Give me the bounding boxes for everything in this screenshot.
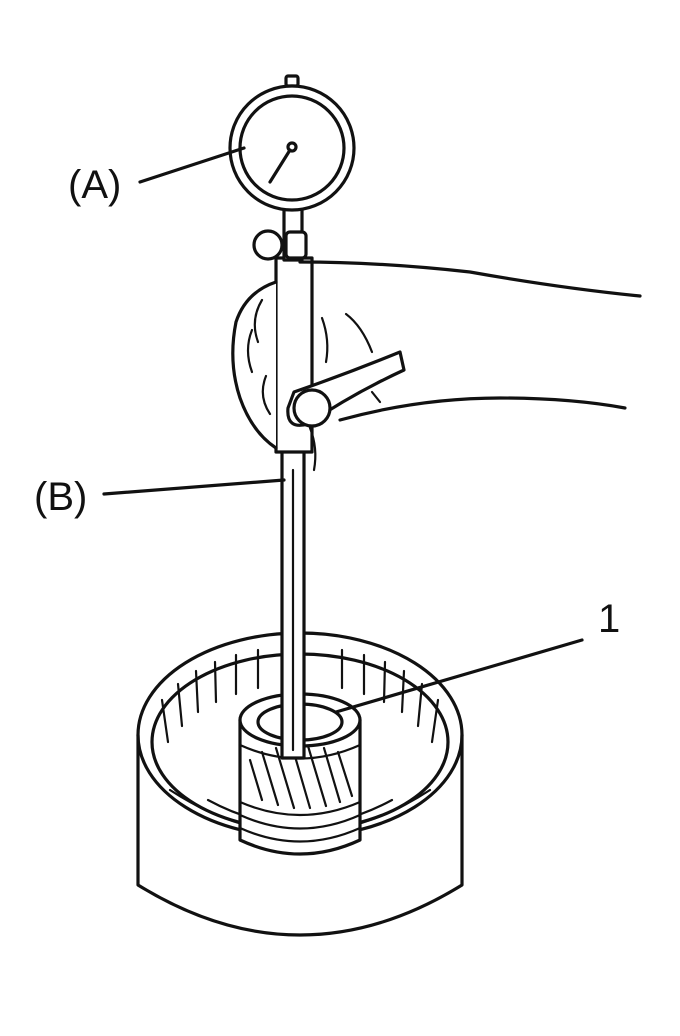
callout-1-label: 1 bbox=[598, 597, 620, 641]
leader-line-1 bbox=[334, 638, 584, 714]
leader-line-a bbox=[138, 146, 246, 184]
dial-gauge-icon bbox=[228, 74, 356, 212]
callout-a-label: (A) bbox=[68, 163, 121, 207]
leader-line-b bbox=[102, 478, 286, 496]
drum-splines bbox=[160, 648, 440, 744]
leader-lines bbox=[102, 146, 584, 714]
callout-b-label: (B) bbox=[34, 475, 87, 519]
hand-icon bbox=[231, 260, 642, 472]
